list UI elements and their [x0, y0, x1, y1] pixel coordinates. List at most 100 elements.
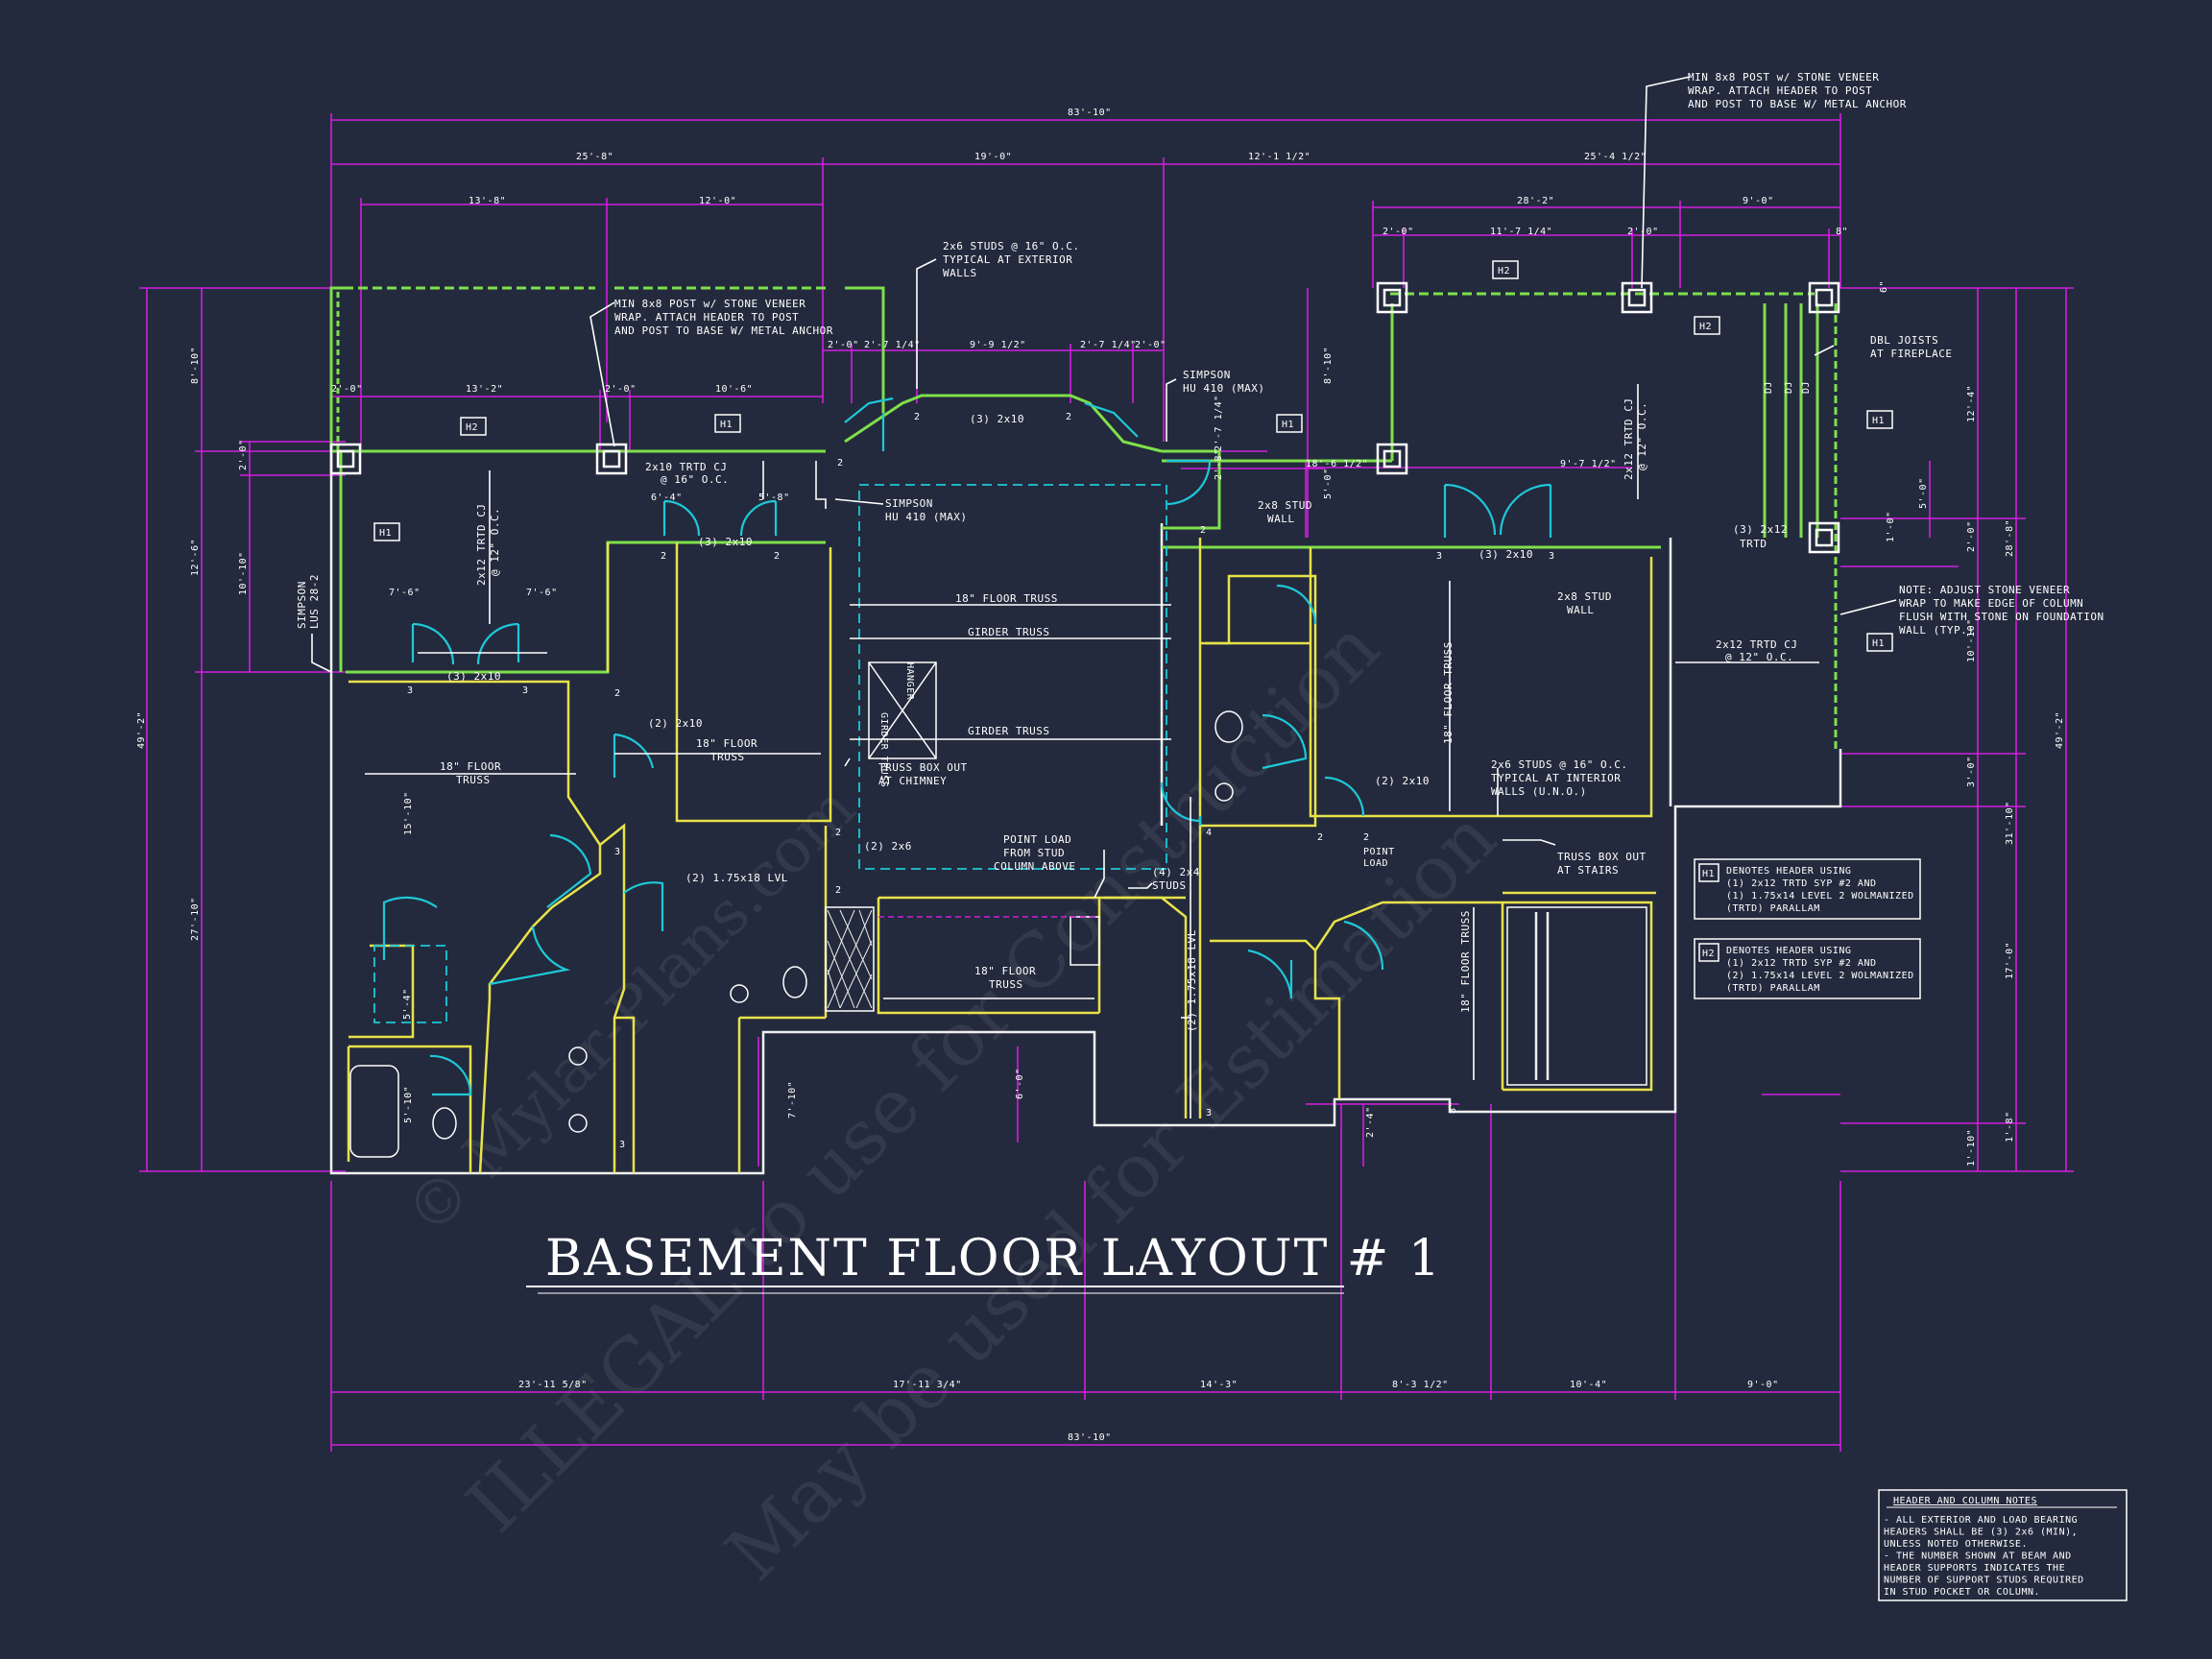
label-dj-3: DJ: [1801, 381, 1812, 394]
dim-right-g: 17'-0": [2005, 942, 2015, 979]
dim-top-r: 2'-0": [331, 384, 363, 395]
dim-left-c: 27'-10": [190, 897, 201, 941]
dim-left-overall: 49'-2": [136, 711, 147, 749]
column: [1808, 281, 1840, 314]
stud-count: 2: [1317, 832, 1324, 843]
headers: [329, 286, 1838, 749]
label-floor-truss-right-v: 18" FLOOR TRUSS: [1442, 641, 1455, 744]
label-hdr-2-2x10-b: (2) 2x10: [1375, 775, 1430, 787]
stud-count: 2: [774, 551, 781, 562]
note-stud-wall-2: 2x8 STUD WALL: [1557, 590, 1619, 616]
column: [1808, 521, 1840, 554]
dim-right-i: 1'-10": [1966, 1129, 1977, 1166]
column: [1376, 281, 1408, 314]
tag-h1: H1: [1872, 416, 1885, 426]
stud-count: 2: [661, 551, 667, 562]
dim-bottom-b: 17'-11 3/4": [893, 1380, 962, 1390]
tag-h2: H2: [1699, 322, 1712, 332]
leader-lines: [311, 76, 1897, 899]
dim-top-m: 2'-0": [828, 340, 859, 350]
note-post-right: MIN 8x8 POST w/ STONE VENEER WRAP. ATTAC…: [1688, 71, 1907, 110]
notes-box: [1878, 1489, 2128, 1601]
tag-h1: H1: [379, 528, 392, 539]
stud-count: 2: [1066, 412, 1072, 422]
dim-bottom-a: 23'-11 5/8": [518, 1380, 588, 1390]
stud-count: 3: [1206, 1108, 1213, 1118]
column: [1621, 281, 1653, 314]
chimney-box: [825, 906, 875, 1012]
toilet: [432, 1107, 457, 1140]
sink: [568, 1046, 588, 1066]
dim-right-b: 12'-4": [1966, 385, 1977, 422]
note-studs-interior: 2x6 STUDS @ 16" O.C. TYPICAL AT INTERIOR…: [1491, 758, 1635, 798]
dim-right-e: 10'-10": [1966, 618, 1977, 662]
note-truss-box-chimney: TRUSS BOX OUT AT CHIMNEY: [878, 761, 974, 787]
label-hdr-2-2x6: (2) 2x6: [864, 840, 912, 853]
label-hdr-2-2x10-a: (2) 2x10: [648, 717, 703, 730]
dim-right-a: 28'-8": [2005, 519, 2015, 557]
dim-bottom-e: 10'-4": [1570, 1380, 1607, 1390]
label-girder-truss-1: GIRDER TRUSS: [968, 626, 1049, 638]
span-arrows: [365, 384, 1819, 1118]
stud-count: 3: [1436, 551, 1443, 562]
stud-count: 2: [1363, 832, 1370, 843]
stud-count: 2: [837, 458, 844, 469]
label-floor-truss-stair-v: 18" FLOOR TRUSS: [1459, 910, 1472, 1013]
label-trtd: (3) 2x12 TRTD: [1733, 523, 1794, 550]
note-simpson-lus: SIMPSON LUS 28-2: [296, 574, 321, 629]
dim-top-a: 25'-8": [576, 152, 613, 162]
dim-right-overall: 49'-2": [2055, 711, 2065, 749]
dim-right-c: 5'-0": [1918, 477, 1929, 509]
label-d-7-6b: 7'-6": [526, 588, 558, 598]
annotations: MIN 8x8 POST w/ STONE VENEER WRAP. ATTAC…: [296, 71, 2104, 1150]
label-d-5-8: 5'-8": [758, 493, 790, 503]
dim-top-b: 19'-0": [974, 152, 1012, 162]
dim-top-e: 13'-8": [469, 196, 506, 206]
toilet: [1214, 710, 1243, 743]
dim-left-d: 10'-10": [238, 551, 249, 595]
label-floor-truss-left-2: 18" FLOOR TRUSS: [696, 737, 764, 763]
note-studs-4: (4) 2x4 STUDS: [1152, 866, 1207, 892]
label-d-6-0: 6'-0": [1015, 1068, 1025, 1099]
label-d-18-6: 18'-6 1/2": [1306, 459, 1368, 469]
legend-h1-box: [1694, 858, 1921, 920]
label-hdr-3-2x10-b: (3) 2x10: [698, 536, 753, 548]
notes-heading: HEADER AND COLUMN NOTES: [1893, 1496, 2037, 1506]
label-hanger-v: HANGER: [904, 662, 915, 701]
stud-count: 3: [619, 1140, 626, 1150]
stud-count: 3: [1549, 551, 1555, 562]
label-girder-truss-v: GIRDER TRUSS: [878, 712, 889, 787]
note-simpson-hu-mid: SIMPSON HU 410 (MAX): [885, 497, 967, 523]
tag-h1: H1: [720, 420, 733, 430]
dim-top-g: 28'-2": [1517, 196, 1554, 206]
dim-bottom-d: 8'-3 1/2": [1392, 1380, 1449, 1390]
stairs: [1506, 906, 1647, 1086]
note-point-load: POINT LOAD FROM STUD COLUMN ABOVE: [994, 833, 1078, 873]
dim-left-e: 2'-0": [238, 439, 249, 470]
legend-h2-box: [1694, 938, 1921, 999]
label-d-6-4: 6'-4": [651, 493, 683, 503]
dim-bottom-f: 9'-0": [1747, 1380, 1779, 1390]
bathtub: [349, 1065, 399, 1158]
tag-h1: H1: [1282, 420, 1294, 430]
dim-right-k: 1'-0": [1886, 511, 1896, 542]
stud-count: 2: [914, 412, 921, 422]
label-lvl-2: (2) 1.75x18 LVL: [1186, 929, 1198, 1032]
stud-count: 2: [1200, 525, 1207, 536]
dim-top-j: 11'-7 1/4": [1490, 227, 1552, 237]
dim-top-s: 13'-2": [466, 384, 503, 395]
dim-top-l: 8": [1836, 227, 1848, 237]
dim-top-n: 2'-7 1/4": [864, 340, 921, 350]
stud-count: 3: [407, 685, 414, 696]
label-d-5-0: 5'-0": [1323, 468, 1334, 499]
notes-body: - ALL EXTERIOR AND LOAD BEARING HEADERS …: [1884, 1515, 2090, 1598]
dim-left-b: 12'-6": [190, 539, 201, 576]
label-hdr-3-2x10-d: (3) 2x10: [1479, 548, 1533, 561]
sink: [1214, 782, 1234, 802]
dim-top-i: 2'-0": [1382, 227, 1414, 237]
label-d-2-4: 2'-4": [1365, 1106, 1376, 1138]
note-post-left: MIN 8x8 POST w/ STONE VENEER WRAP. ATTAC…: [614, 298, 833, 337]
label-cj-left-v: 2x12 TRTD CJ @ 12" O.C.: [475, 496, 501, 586]
note-truss-box-stairs: TRUSS BOX OUT AT STAIRS: [1557, 851, 1653, 877]
